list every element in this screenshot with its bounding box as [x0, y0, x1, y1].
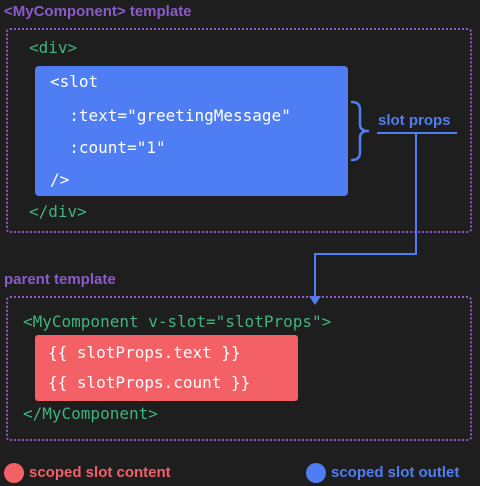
mycomponent-close-tag: </MyComponent> [23, 404, 158, 423]
parent-section-title: parent template [4, 271, 116, 288]
legend-scoped-outlet-label: scoped slot outlet [331, 464, 460, 481]
curly-brace-icon [350, 100, 370, 162]
slot-close-line: /> [50, 170, 70, 189]
div-close-tag: </div> [29, 202, 87, 221]
connector-line [314, 133, 417, 296]
slot-element-block [35, 66, 348, 196]
legend-red-dot [4, 463, 24, 483]
slot-count-prop-line: :count="1" [50, 138, 166, 157]
slotprops-text-line: {{ slotProps.text }} [48, 343, 241, 362]
div-open-tag: <div> [29, 38, 78, 57]
scoped-content-block [35, 335, 298, 401]
parent-template-box [6, 296, 472, 441]
mycomponent-template-box [6, 28, 472, 233]
slotprops-count-line: {{ slotProps.count }} [48, 373, 251, 392]
slot-text-prop-line: :text="greetingMessage" [50, 106, 291, 125]
legend-blue-dot [306, 463, 326, 483]
slot-props-label: slot props [378, 112, 451, 129]
slot-open-line: <slot [50, 72, 99, 91]
arrow-head-icon [309, 296, 321, 305]
legend-scoped-content-label: scoped slot content [29, 464, 171, 481]
mycomponent-open-tag: <MyComponent v-slot="slotProps"> [23, 312, 332, 331]
top-section-title: <MyComponent> template [4, 3, 192, 20]
